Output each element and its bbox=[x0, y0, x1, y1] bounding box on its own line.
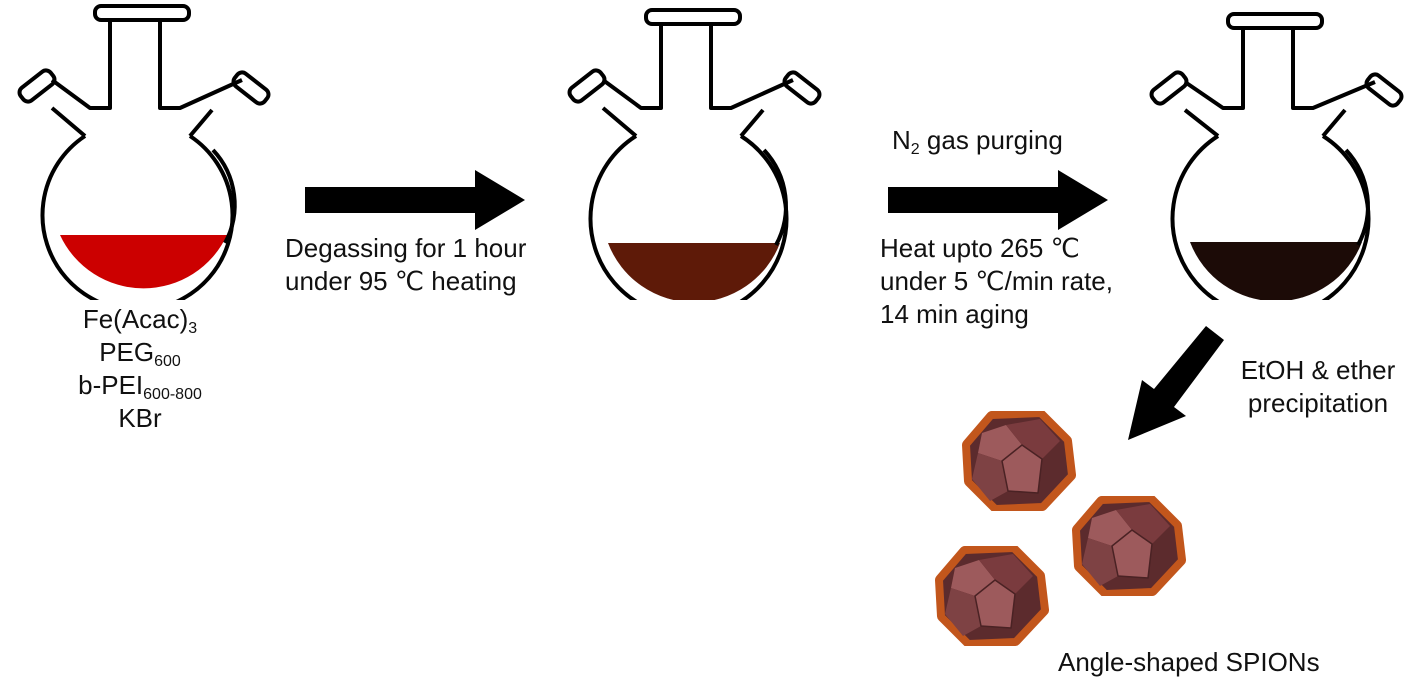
flask-degassed-solution bbox=[608, 243, 780, 300]
arrow-degassing-shape bbox=[305, 170, 525, 230]
flask-final-solution bbox=[1190, 242, 1362, 300]
degassing-label-line-1: Degassing for 1 hour bbox=[285, 233, 527, 263]
flask-final bbox=[1149, 12, 1404, 300]
purging-label: N2 gas purging bbox=[892, 125, 1063, 158]
flask-initial-solution bbox=[60, 235, 227, 289]
nanoparticle-3-facet-upper bbox=[979, 554, 1033, 594]
nanoparticle-3-facet-front bbox=[974, 579, 1016, 629]
nanoparticle-2 bbox=[1072, 496, 1186, 596]
nanoparticle-1-facet-top bbox=[978, 425, 1022, 461]
degassing-label-line-2: under 95 ℃ heating bbox=[285, 266, 517, 296]
nanoparticle-2-facet-side bbox=[1082, 538, 1118, 586]
arrow-heating bbox=[888, 170, 1108, 230]
flask-final-glass bbox=[1149, 12, 1404, 300]
arrow-precipitation bbox=[1128, 326, 1224, 440]
precipitation-label-line-1: EtOH & ether bbox=[1240, 355, 1396, 385]
reagent-peg: PEG600 bbox=[99, 337, 181, 370]
reagent-b-pei: b-PEI600-800 bbox=[78, 370, 202, 403]
nanoparticle-2-facet-upper bbox=[1116, 504, 1170, 544]
nanoparticle-3-facet-top bbox=[951, 560, 995, 596]
heating-conditions-line-3: 14 min aging bbox=[880, 299, 1029, 329]
flask-initial bbox=[17, 4, 271, 300]
flask-degassed bbox=[567, 8, 822, 300]
nanoparticle-1-facet-side bbox=[972, 453, 1008, 501]
nanoparticle-1 bbox=[962, 411, 1076, 511]
flask-degassed-glass bbox=[567, 8, 822, 300]
nanoparticle-3 bbox=[935, 546, 1049, 646]
nanoparticle-2-facet-top bbox=[1088, 510, 1132, 546]
heating-conditions-label: Heat upto 265 ℃ under 5 ℃/min rate, 14 m… bbox=[880, 232, 1113, 331]
heating-conditions-line-2: under 5 ℃/min rate, bbox=[880, 266, 1113, 296]
degassing-label: Degassing for 1 hour under 95 ℃ heating bbox=[285, 232, 526, 298]
nanoparticle-3-facet-side bbox=[945, 588, 981, 636]
precipitation-label-line-2: precipitation bbox=[1247, 388, 1389, 418]
nanoparticle-1-facet-front bbox=[1001, 444, 1043, 494]
nanoparticle-1-facet-upper bbox=[1006, 419, 1060, 459]
arrow-precipitation-shape bbox=[1128, 326, 1224, 440]
nanoparticle-2-facet-front bbox=[1111, 529, 1153, 579]
reagent-kbr: KBr bbox=[118, 403, 162, 433]
precipitation-label: EtOH & ether precipitation bbox=[1228, 354, 1408, 420]
product-label: Angle-shaped SPIONs bbox=[1058, 647, 1320, 677]
reagent-fe-acac: Fe(Acac)3 bbox=[82, 304, 198, 337]
arrow-degassing bbox=[305, 170, 525, 230]
flask-initial-glass bbox=[17, 4, 271, 300]
arrow-heating-shape bbox=[888, 170, 1108, 230]
heating-conditions-line-1: Heat upto 265 ℃ bbox=[880, 233, 1080, 263]
reagent-list: Fe(Acac)3 PEG600 b-PEI600-800 KBr bbox=[60, 303, 220, 435]
